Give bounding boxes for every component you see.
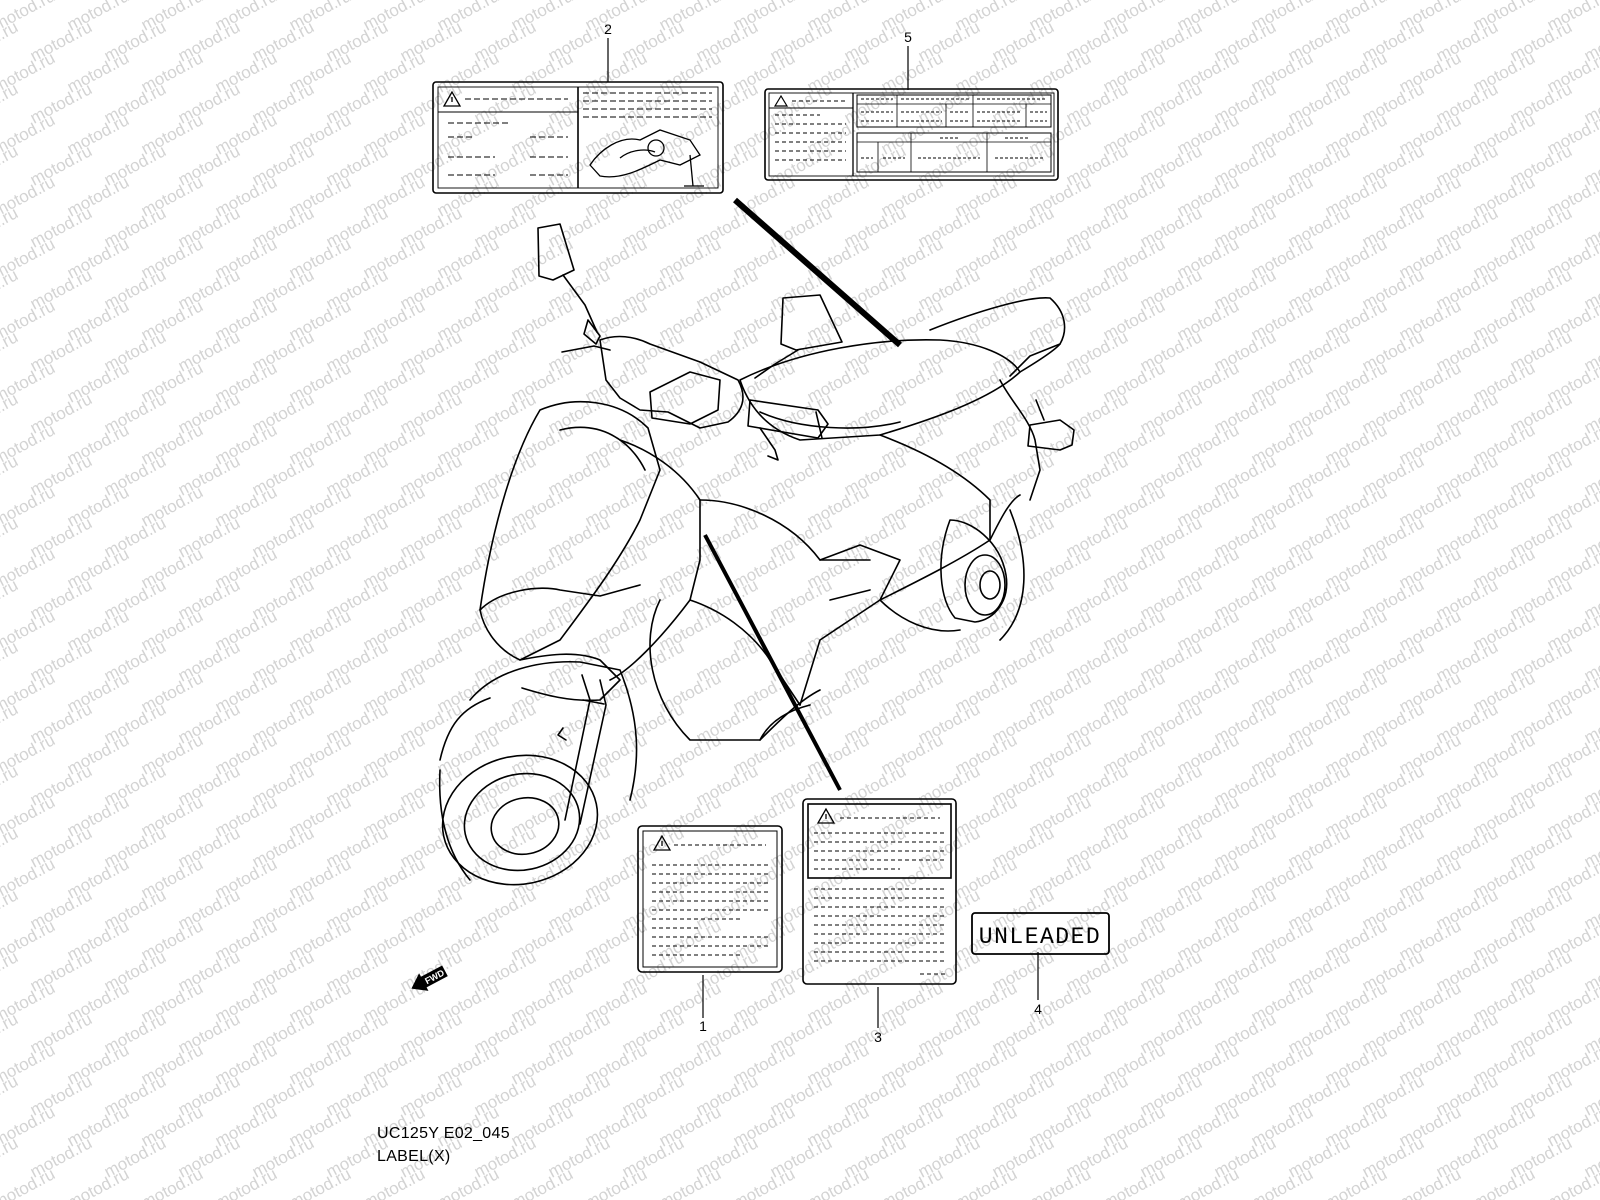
callout-number-3: 3 [874, 1029, 882, 1045]
watermark-text: motod.ru [730, 1164, 798, 1200]
watermark-text: motod.ru [0, 389, 21, 437]
model-code-caption: UC125Y E02_045 [377, 1125, 510, 1142]
watermark-text: motod.ru [0, 1133, 21, 1181]
watermark-text: motod.ru [1322, 1164, 1390, 1200]
watermark-text: motod.ru [0, 265, 21, 313]
watermark-text: motod.ru [656, 1164, 724, 1200]
callout-number-4: 4 [1034, 1001, 1042, 1017]
callout-number-2: 2 [604, 21, 612, 37]
watermark-text: motod.ru [0, 513, 21, 561]
watermark-text: motod.ru [952, 1164, 1020, 1200]
watermark-text: motod.ru [0, 327, 21, 375]
label-4-text: UNLEADED [979, 924, 1101, 950]
watermark-text: motod.ru [64, 1164, 132, 1200]
watermark-text: motod.ru [212, 1164, 280, 1200]
watermark-text: motod.ru [0, 575, 21, 623]
watermark-text: motod.ru [1396, 1164, 1464, 1200]
watermark-text: motod.ru [1470, 1164, 1538, 1200]
watermark-text: motod.ru [0, 637, 21, 685]
watermark-text: motod.ru [0, 1071, 21, 1119]
watermark-text: motod.ru [1100, 1164, 1168, 1200]
callout-number-1: 1 [699, 1018, 707, 1034]
watermark-text: motod.ru [0, 17, 21, 65]
watermark-text: motod.ru [0, 761, 21, 809]
callout-number-5: 5 [904, 29, 912, 45]
watermark-text: motod.ru [1544, 1164, 1600, 1200]
watermark-text: motod.ru [1248, 1164, 1316, 1200]
watermark-text: motod.ru [0, 1009, 21, 1057]
watermark-text: motod.ru [0, 885, 21, 933]
watermark-text: motod.ru [1026, 1164, 1094, 1200]
watermark-text: motod.ru [878, 1164, 946, 1200]
watermark-text: motod.ru [0, 699, 21, 747]
watermark-text: motod.ru [508, 1164, 576, 1200]
watermark-text: motod.ru [138, 1164, 206, 1200]
watermark-text: motod.ru [434, 1164, 502, 1200]
watermark-text: motod.ru [1581, 0, 1600, 4]
watermark-text: motod.ru [286, 1164, 354, 1200]
watermark-text: motod.ru [0, 141, 21, 189]
watermark-text: motod.ru [0, 203, 21, 251]
watermark-text: motod.ru [0, 451, 21, 499]
watermark-text: motod.ru [360, 1164, 428, 1200]
watermark-text: motod.ru [804, 1164, 872, 1200]
watermark-text: motod.ru [0, 947, 21, 995]
diagram-title-caption: LABEL(X) [377, 1148, 451, 1165]
watermark-text: motod.ru [0, 79, 21, 127]
watermark-text: motod.ru [0, 823, 21, 871]
watermark-text: motod.ru [582, 1164, 650, 1200]
watermark-text: motod.ru [1174, 1164, 1242, 1200]
